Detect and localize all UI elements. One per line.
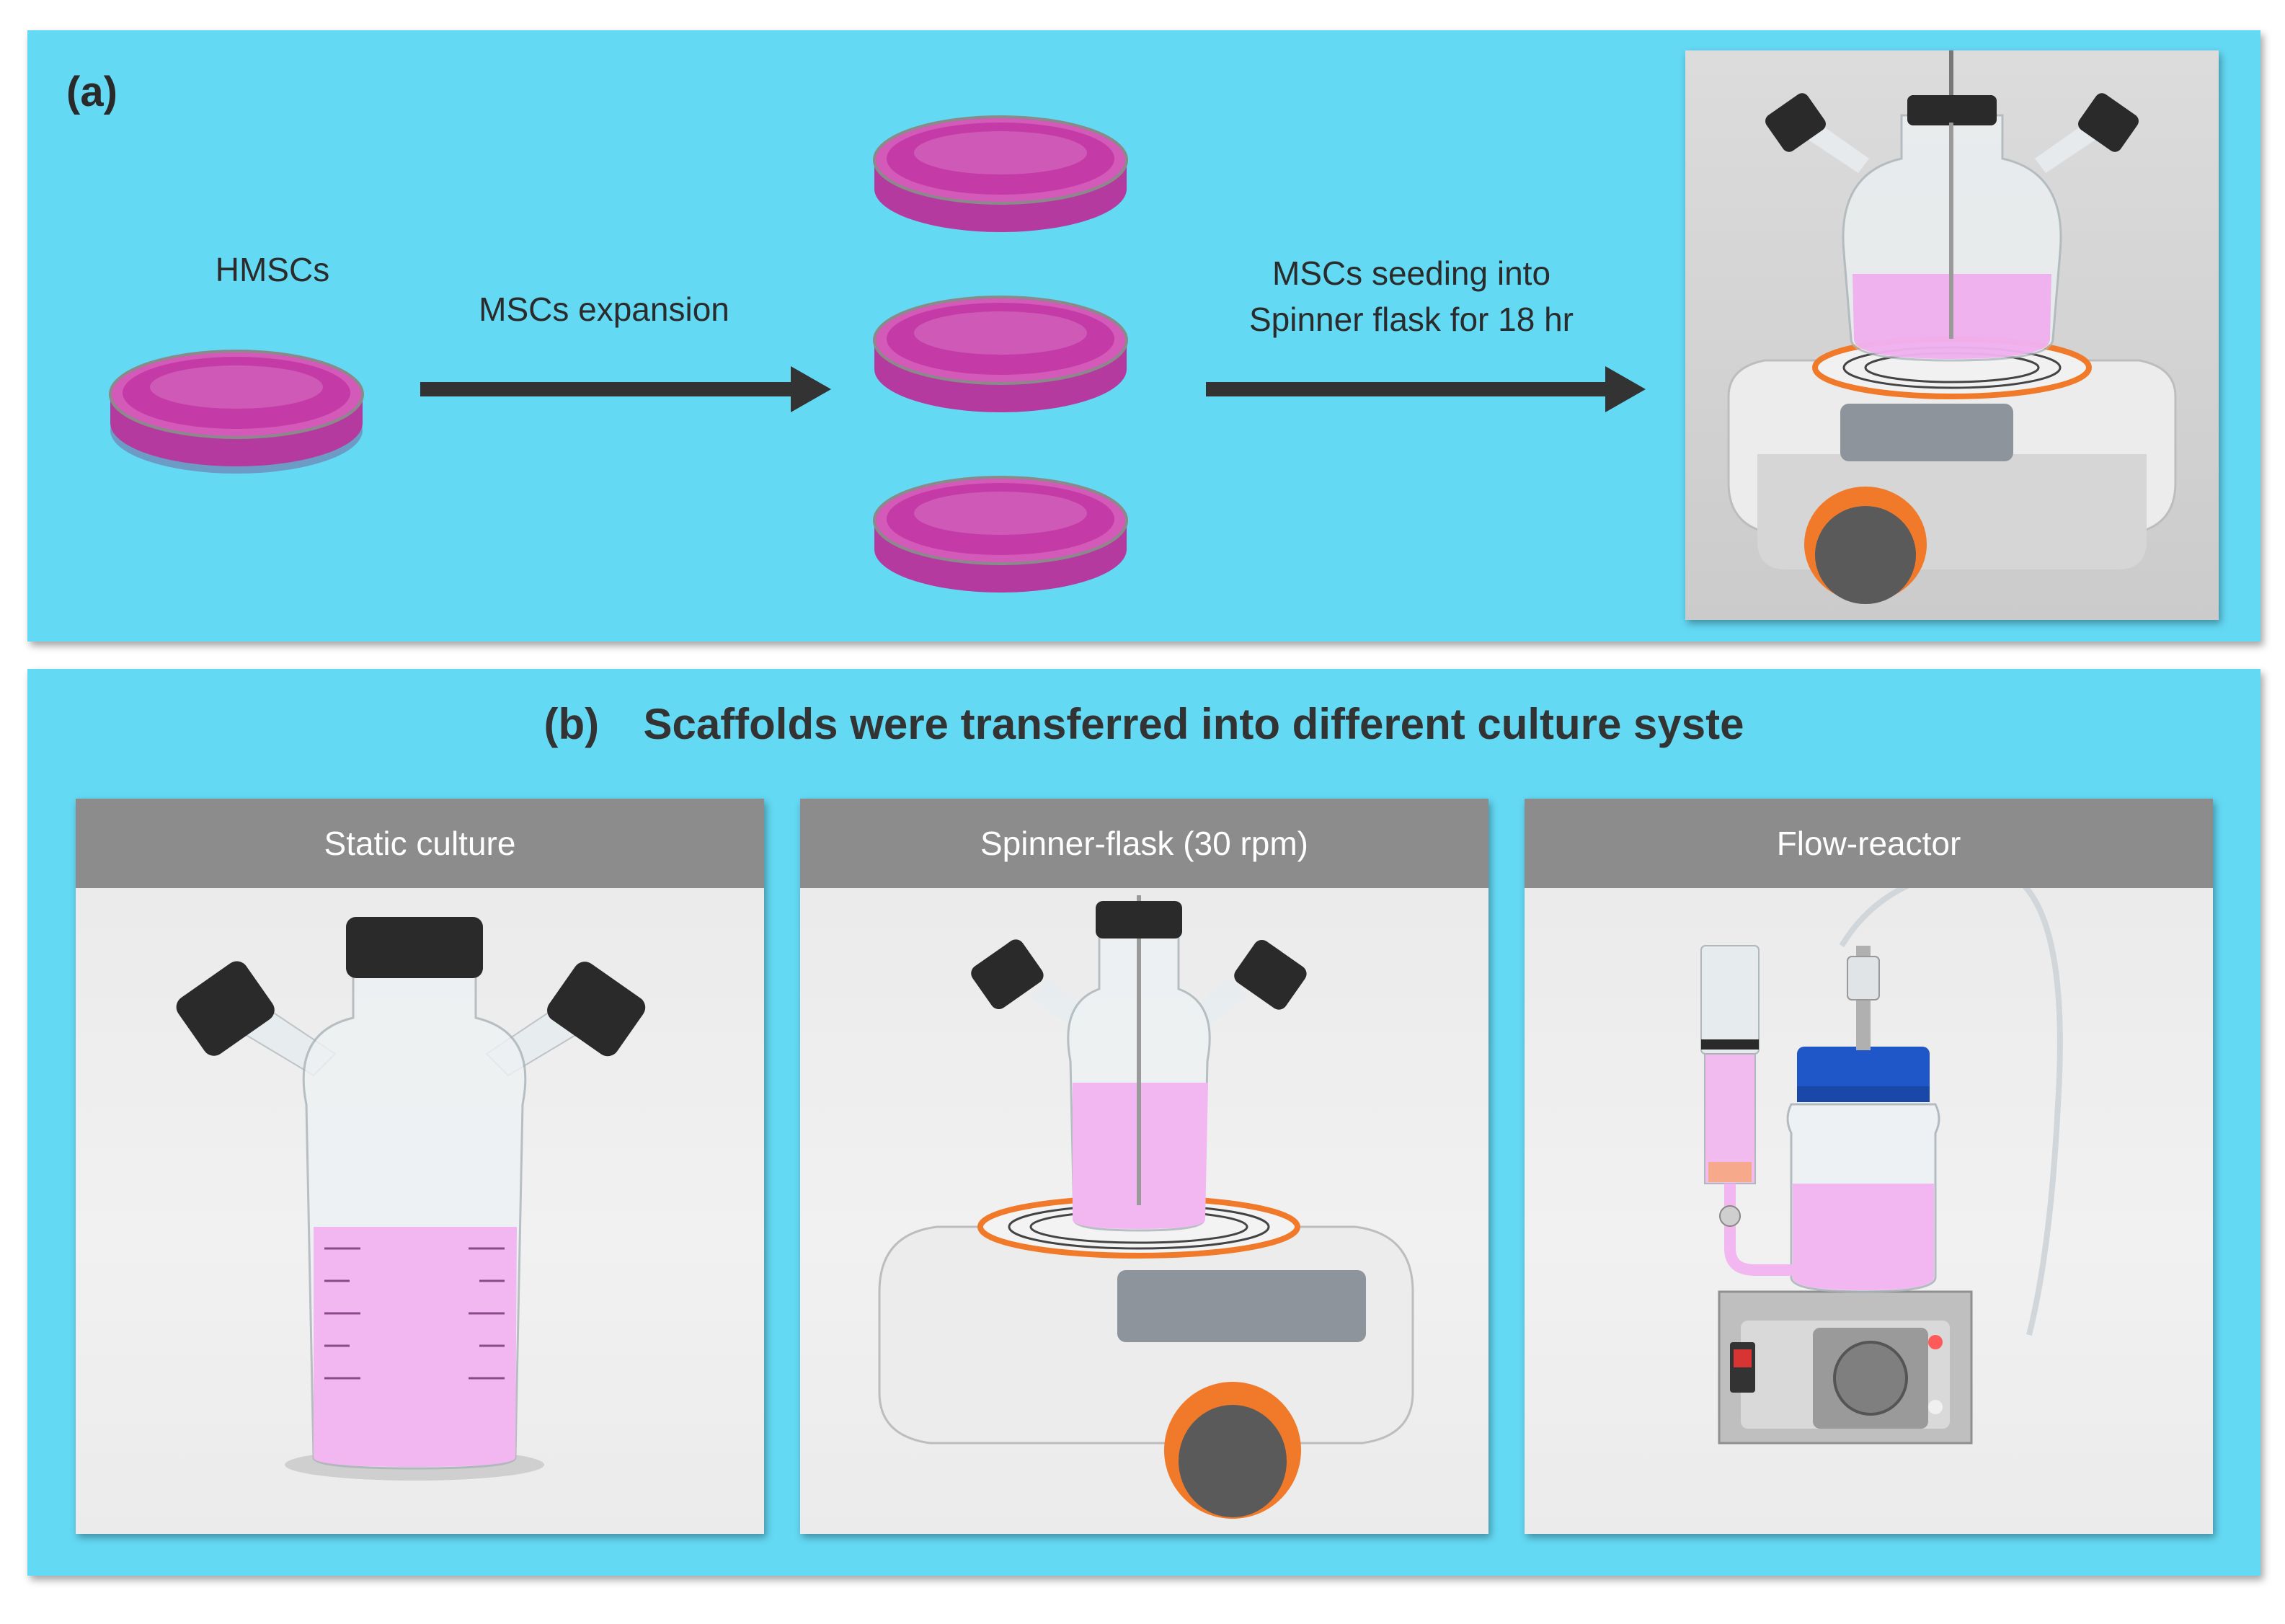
spinner-flask-title: Spinner-flask (30 rpm) [800, 799, 1488, 888]
seeding-label: MSCs seeding into Spinner flask for 18 h… [1188, 250, 1635, 342]
expanded-petri-dish-2 [873, 296, 1128, 412]
seeding-label-line1: MSCs seeding into [1272, 254, 1551, 292]
static-culture-card: Static culture [76, 799, 764, 1534]
expansion-arrow [420, 366, 831, 412]
flow-reactor-title: Flow-reactor [1525, 799, 2213, 888]
panel-b-title: (b) Scaffolds were transferred into diff… [27, 699, 2260, 749]
expanded-petri-dish-1 [873, 115, 1128, 232]
expansion-label: MSCs expansion [479, 290, 729, 328]
seeding-arrow [1206, 366, 1646, 412]
flow-reactor-image [1525, 863, 2213, 1534]
panel-a-label: (a) [66, 68, 117, 115]
seeding-label-line2: Spinner flask for 18 hr [1248, 301, 1574, 338]
hmsc-label: HMSCs [215, 251, 330, 288]
static-spinner-flask-image [76, 888, 764, 1534]
spinner-flask-stirrer-image [1685, 50, 2219, 620]
flow-reactor-card: Flow-reactor [1525, 799, 2213, 1534]
panel-b-label: (b) [543, 700, 600, 748]
spinner-flask-stirrer-image [800, 888, 1488, 1534]
hmsc-petri-dish [109, 350, 364, 474]
panel-b-title-text: Scaffolds were transferred into differen… [643, 700, 1744, 748]
panel-b: (b) Scaffolds were transferred into diff… [27, 669, 2260, 1576]
expanded-petri-dish-3 [873, 476, 1128, 593]
static-culture-title: Static culture [76, 799, 764, 888]
panel-a: (a) HMSCs MSCs expansion MSCs seeding in… [27, 30, 2260, 642]
spinner-flask-card: Spinner-flask (30 rpm) [800, 799, 1488, 1534]
